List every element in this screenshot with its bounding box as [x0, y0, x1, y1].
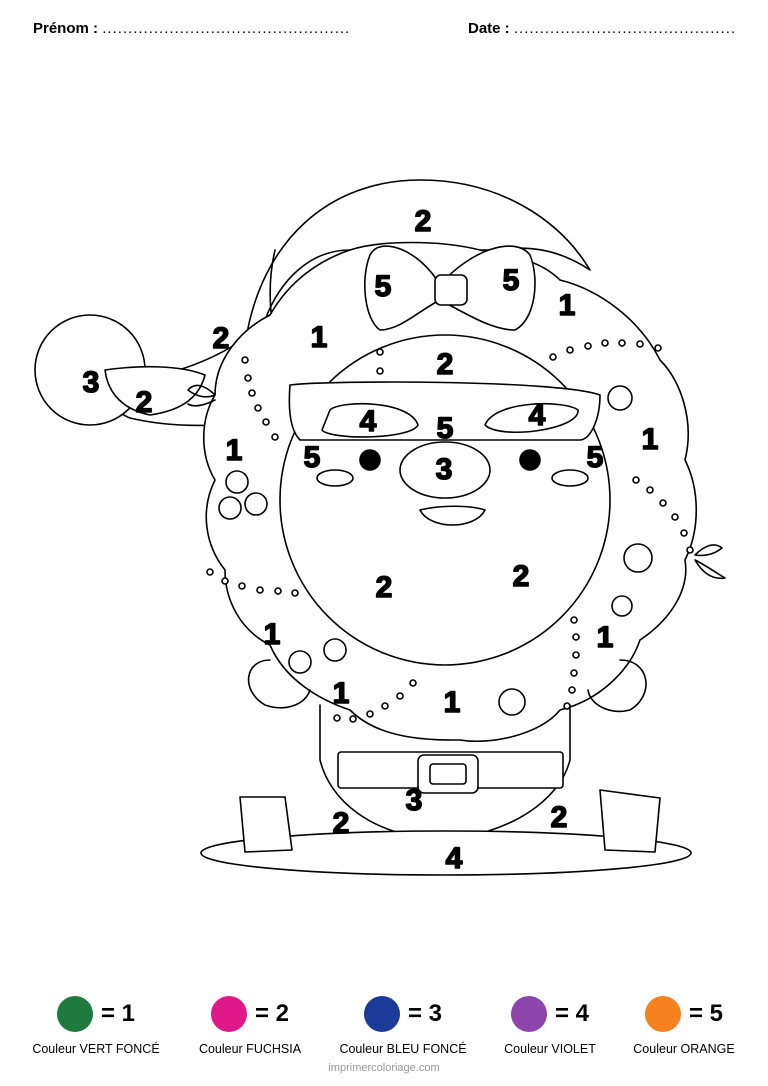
- color-number: 2: [415, 205, 432, 238]
- color-number: 2: [213, 322, 230, 355]
- arm-left: [247, 659, 311, 709]
- color-number: 1: [333, 677, 350, 710]
- bow-knot: [434, 274, 468, 306]
- legend-label: Couleur VIOLET: [504, 1042, 596, 1056]
- ornament: [225, 470, 249, 494]
- leaf: [694, 559, 726, 580]
- color-number: 1: [226, 434, 243, 467]
- date-dots: ........................................…: [513, 20, 737, 37]
- color-number: 1: [444, 686, 461, 719]
- legend-item-1: = 1 Couleur VERT FONCÉ: [21, 994, 171, 1056]
- leaf: [187, 384, 216, 398]
- legend-item-2: = 2 Couleur FUCHSIA: [175, 994, 325, 1056]
- legend-number: = 3: [407, 1000, 443, 1027]
- prenom-label: Prénom :: [33, 20, 99, 37]
- legend-item-5: = 5 Couleur ORANGE: [609, 994, 759, 1056]
- ornament: [288, 650, 312, 674]
- legend-number: = 4: [554, 1000, 590, 1027]
- color-number: 2: [437, 348, 454, 381]
- color-number: 1: [559, 289, 576, 322]
- color-swatch: [363, 996, 400, 1032]
- base: [200, 830, 692, 876]
- eye-right: [484, 402, 579, 434]
- color-number: 2: [513, 560, 530, 593]
- arm-right: [587, 659, 647, 712]
- legend-number: = 2: [254, 1000, 290, 1027]
- color-swatch: [210, 996, 247, 1032]
- color-swatch: [644, 996, 681, 1032]
- color-number: 5: [304, 441, 321, 474]
- eye-left: [321, 402, 419, 438]
- ornament: [218, 496, 242, 520]
- belt-buckle: [417, 754, 479, 794]
- nose: [399, 441, 491, 499]
- ornament: [244, 492, 268, 516]
- color-number: 5: [587, 441, 604, 474]
- color-number: 4: [360, 405, 377, 438]
- date-label: Date :: [468, 20, 510, 37]
- leaf: [694, 544, 723, 557]
- color-swatch: [510, 996, 547, 1032]
- ornament: [323, 638, 347, 662]
- color-number: 1: [597, 621, 614, 654]
- color-swatch: [56, 996, 93, 1032]
- legend-number: = 1: [100, 1000, 136, 1027]
- footer-watermark: imprimercoloriage.com: [328, 1062, 440, 1074]
- hat-outline: [244, 179, 591, 346]
- legend-label: Couleur FUCHSIA: [198, 1042, 302, 1056]
- ornament: [611, 595, 633, 617]
- color-number: 5: [437, 412, 454, 445]
- color-number: 1: [311, 321, 328, 354]
- pupil-left: [359, 449, 381, 471]
- prenom-dots: ........................................…: [102, 20, 351, 37]
- legend-label: Couleur ORANGE: [633, 1042, 735, 1056]
- leaf: [187, 399, 216, 407]
- color-number: 2: [136, 386, 153, 419]
- legend-item-3: = 3 Couleur BLEU FONCÉ: [328, 994, 478, 1056]
- legend-item-4: = 4 Couleur VIOLET: [475, 994, 625, 1056]
- color-number: 5: [503, 264, 520, 297]
- color-number: 1: [642, 423, 659, 456]
- cheek-left: [316, 469, 354, 487]
- boot-left: [239, 796, 293, 853]
- color-number: 2: [333, 807, 350, 840]
- hat-tail-cuff: [104, 365, 206, 416]
- legend-label: Couleur VERT FONCÉ: [32, 1042, 160, 1056]
- color-number: 2: [551, 801, 568, 834]
- color-number: 1: [264, 618, 281, 651]
- color-number: 3: [406, 784, 423, 817]
- color-number: 5: [375, 270, 392, 303]
- date-field: Date : .................................…: [468, 20, 736, 37]
- color-number: 4: [446, 842, 463, 875]
- legend-number: = 5: [688, 1000, 724, 1027]
- pupil-right: [519, 449, 541, 471]
- color-number: 4: [529, 399, 546, 432]
- mouth: [419, 505, 486, 526]
- ornament: [607, 385, 633, 411]
- cheek-right: [551, 469, 589, 487]
- prenom-field: Prénom : ...............................…: [33, 20, 350, 37]
- color-number: 3: [436, 453, 453, 486]
- color-number: 2: [376, 571, 393, 604]
- ornament: [623, 543, 653, 573]
- ornament: [498, 688, 526, 716]
- color-number: 3: [83, 366, 100, 399]
- belt-buckle-inner: [429, 763, 467, 785]
- boot-right: [599, 789, 661, 853]
- garland-beads: [206, 339, 694, 723]
- legend-label: Couleur BLEU FONCÉ: [339, 1042, 467, 1056]
